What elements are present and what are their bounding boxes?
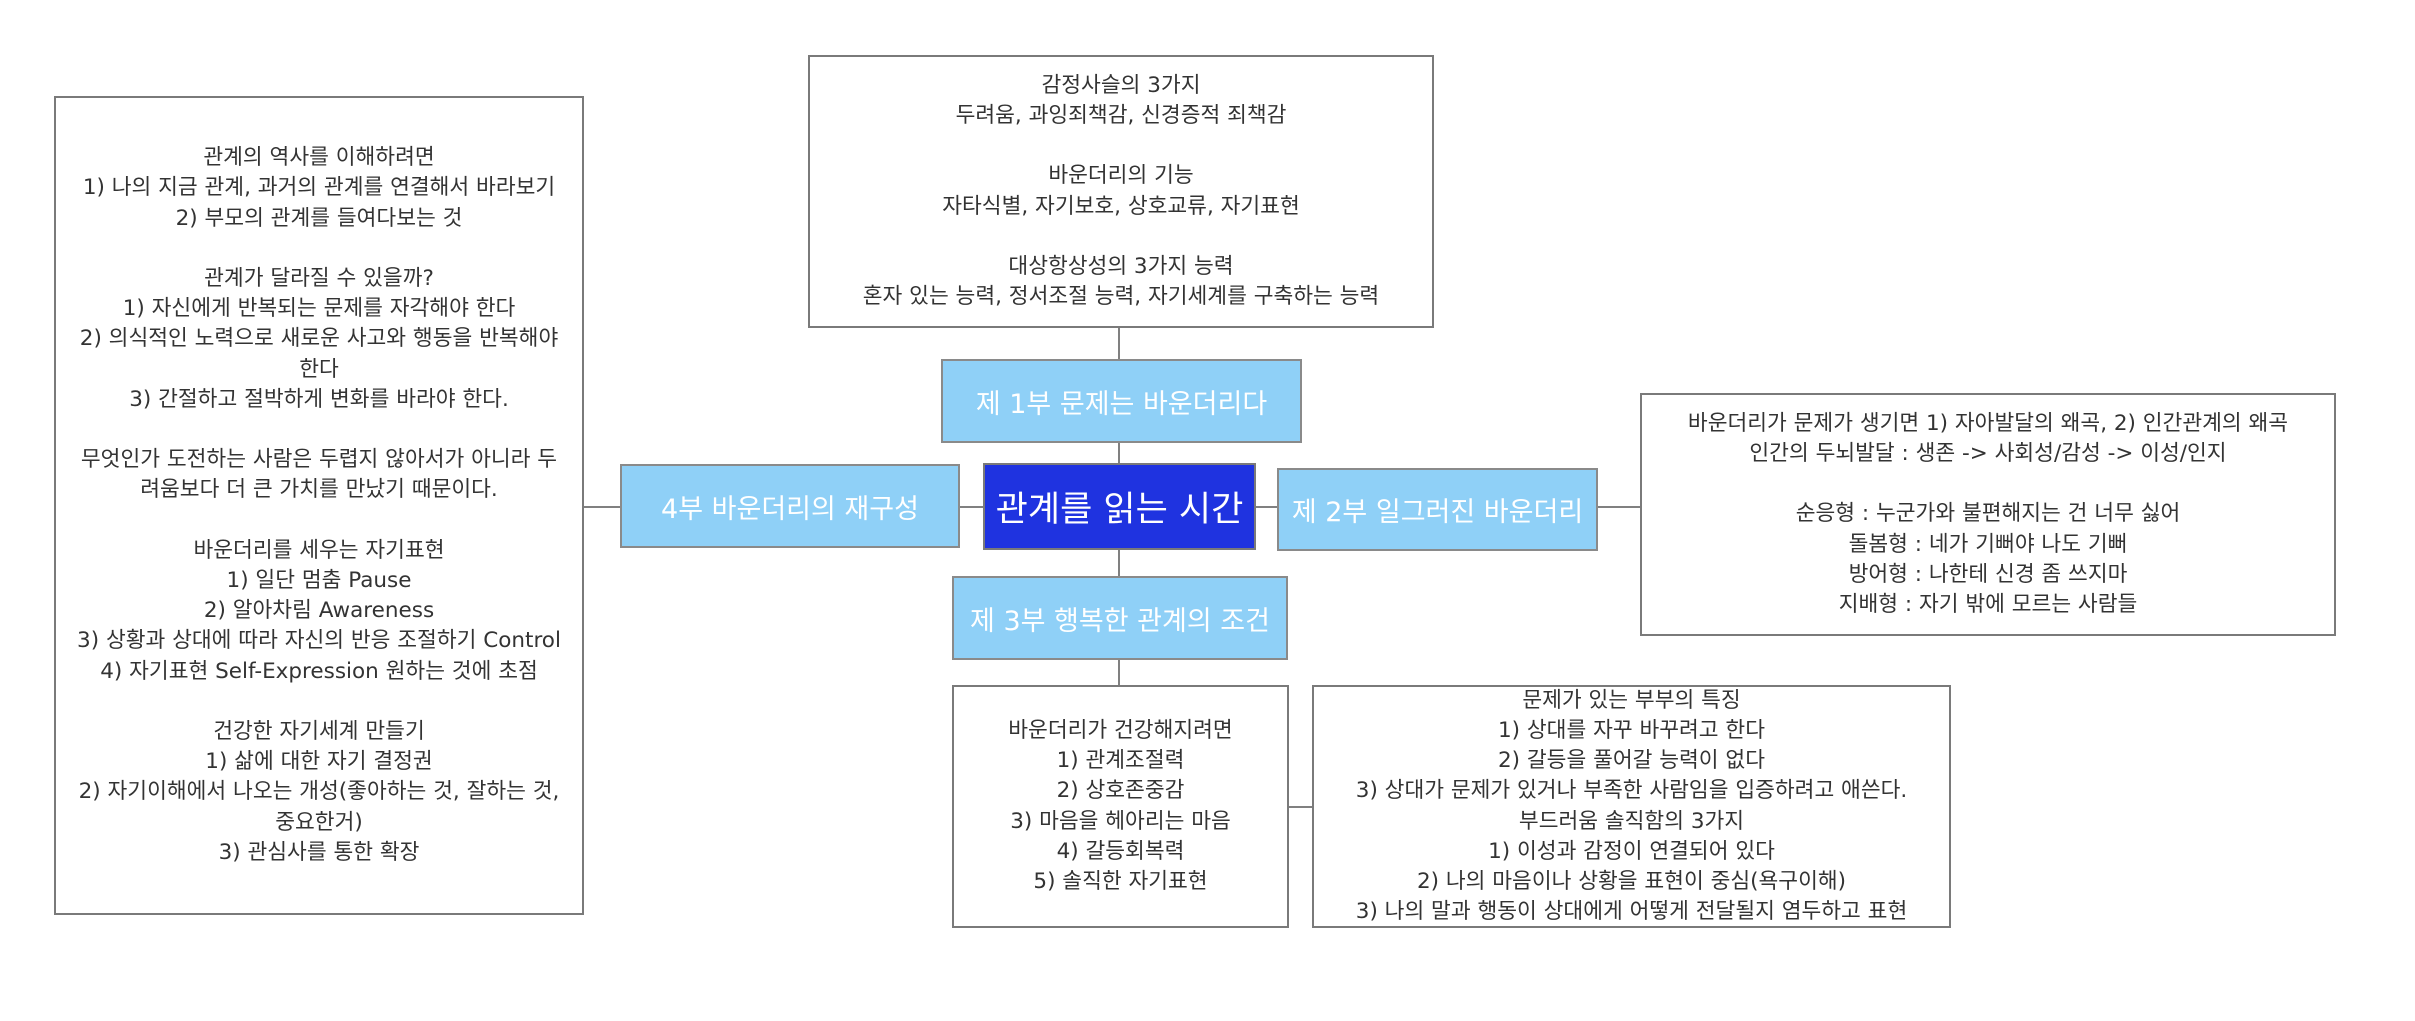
note-line: 1) 삶에 대한 자기 결정권 [205,749,433,775]
note-line: 1) 상대를 자꾸 바꾸려고 한다 [1498,717,1765,743]
note-line [70,234,568,264]
note-line: 무엇인가 도전하는 사람은 두렵지 않아서가 아니라 두 [80,447,558,473]
central-topic[interactable]: 관계를 읽는 시간 [983,463,1256,550]
note-line: 건강한 자기세계 만들기 [213,718,425,744]
topic-part1[interactable]: 제 1부 문제는 바운더리다 [941,359,1302,443]
note-line: 한다 [299,356,339,382]
note-line: 려움보다 더 큰 가치를 만났기 때문이다. [140,477,498,503]
note-line: 5) 솔직한 자기표현 [1033,868,1208,894]
note-line: 관계가 달라질 수 있을까? [204,265,434,291]
note-line: 2) 부모의 관계를 들여다보는 것 [175,205,463,231]
note-line: 2) 갈등을 풀어갈 능력이 없다 [1498,748,1765,774]
note-line: 3) 나의 말과 행동이 상대에게 어떻게 전달될지 염두하고 표현 [1355,899,1908,925]
note-line [824,222,1418,252]
part3-couple-note: 문제가 있는 부부의 특징 1) 상대를 자꾸 바꾸려고 한다 2) 갈등을 풀어갈… [1312,685,1951,928]
note-line: 1) 일단 멈춤 Pause [226,567,412,593]
note-line: 2) 자기이해에서 나오는 개성(좋아하는 것, 잘하는 것, [78,779,560,805]
note-line: 3) 마음을 헤아리는 마음 [1010,808,1231,834]
part4-note: 관계의 역사를 이해하려면 1) 나의 지금 관계, 과거의 관계를 연결해서 바… [54,96,584,915]
note-line [70,415,568,445]
note-line: 2) 상호존중감 [1056,778,1185,804]
note-line [70,506,568,536]
note-line: 혼자 있는 능력, 정서조절 능력, 자기세계를 구축하는 능력 [862,284,1380,310]
note-line: 2) 알아차림 Awareness [203,598,435,624]
note-line: 4) 갈등회복력 [1056,838,1185,864]
note-line: 대상항상성의 3가지 능력 [1008,253,1234,279]
note-line: 1) 이성과 감정이 연결되어 있다 [1488,838,1775,864]
note-line: 3) 상황과 상대에 따라 자신의 반응 조절하기 Control [77,628,561,654]
note-line: 2) 의식적인 노력으로 새로운 사고와 행동을 반복해야 [79,326,559,352]
topic-part4[interactable]: 4부 바운더리의 재구성 [620,464,960,548]
note-line: 문제가 있는 부부의 특징 [1522,687,1741,713]
note-line: 2) 나의 마음이나 상황을 표현이 중심(욕구이해) [1416,868,1847,894]
note-line: 감정사슬의 3가지 [1041,72,1201,98]
part3-growth-note: 바운더리가 건강해지려면 1) 관계조절력 2) 상호존중감 3) 마음을 헤아리는 … [952,685,1289,928]
note-line: 순응형 : 누군가와 불편해지는 건 너무 싫어 [1795,501,2181,527]
note-line: 1) 나의 지금 관계, 과거의 관계를 연결해서 바라보기 [82,175,556,201]
note-line [1656,469,2320,499]
topic-part2[interactable]: 제 2부 일그러진 바운더리 [1277,468,1598,551]
note-line: 바운더리가 건강해지려면 [1008,717,1233,743]
note-line: 인간의 두뇌발달 : 생존 -> 사회성/감성 -> 이성/인지 [1749,441,2227,466]
note-line: 3) 상대가 문제가 있거나 부족한 사람임을 입증하려고 애쓴다. [1355,778,1908,804]
note-line: 자타식별, 자기보호, 상호교류, 자기표현 [942,193,1300,219]
note-line: 3) 간절하고 절박하게 변화를 바라야 한다. [129,386,509,412]
note-line: 3) 관심사를 통한 확장 [218,839,420,865]
note-line: 지배형 : 자기 밖에 모르는 사람들 [1838,592,2138,617]
note-line: 두려움, 과잉죄책감, 신경증적 죄책감 [955,102,1287,128]
note-line: 중요한거) [275,809,363,835]
note-line [70,687,568,717]
note-line: 바운더리가 문제가 생기면 1) 자아발달의 왜곡, 2) 인간관계의 왜곡 [1687,410,2289,436]
note-line: 돌봄형 : 네가 기뻐야 나도 기뻐 [1848,531,2128,557]
note-line: 1) 자신에게 반복되는 문제를 자각해야 한다 [122,296,516,322]
note-line: 방어형 : 나한테 신경 좀 쓰지마 [1848,561,2128,587]
topic-part3[interactable]: 제 3부 행복한 관계의 조건 [952,576,1288,660]
note-line [824,131,1418,161]
note-line: 관계의 역사를 이해하려면 [203,145,435,171]
note-line: 바운더리의 기능 [1048,163,1194,189]
note-line: 4) 자기표현 Self-Expression 원하는 것에 초점 [100,658,538,684]
note-line: 바운더리를 세우는 자기표현 [193,537,445,563]
note-line: 부드러움 솔직함의 3가지 [1518,808,1745,834]
note-line: 1) 관계조절력 [1056,748,1185,774]
